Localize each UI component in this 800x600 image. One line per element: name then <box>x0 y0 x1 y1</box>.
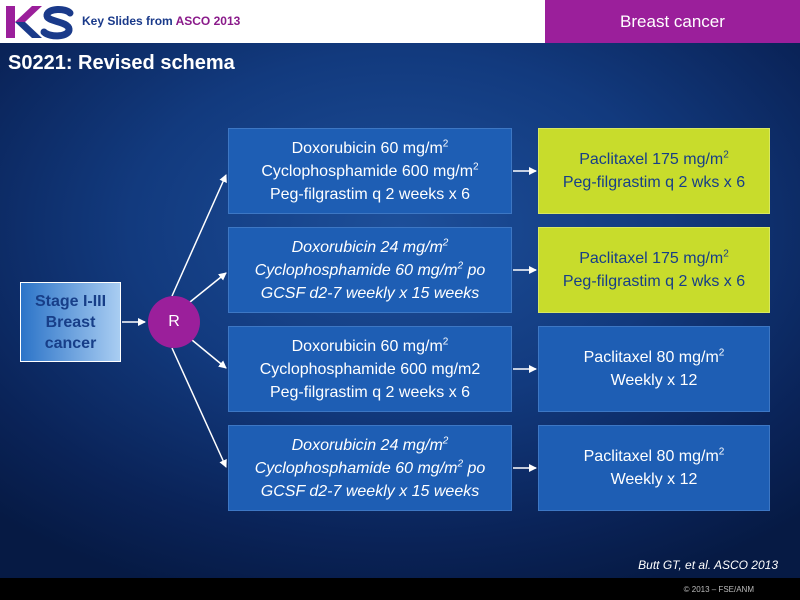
stage-box: Stage I-III Breast cancer <box>20 282 121 362</box>
citation: Butt GT, et al. ASCO 2013 <box>638 558 778 572</box>
arm-3-followup-box: Paclitaxel 80 mg/m2 Weekly x 12 <box>538 326 770 412</box>
header-brand: Key Slides from <box>82 14 173 28</box>
arm-3-line-2: Cyclophosphamide 600 mg/m2 <box>259 360 481 378</box>
arm-4-line-2: Cyclophosphamide 60 mg/m2 po <box>254 458 486 477</box>
arm-3-treatment-box: Doxorubicin 60 mg/m2 Cyclophosphamide 60… <box>228 326 512 412</box>
arm-1-line-2: Cyclophosphamide 600 mg/m2 <box>261 161 479 180</box>
arm-2-followup-box: Paclitaxel 175 mg/m2 Peg-filgrastim q 2 … <box>538 227 770 313</box>
slide-title: S0221: Revised schema <box>8 52 235 74</box>
ks-logo-icon <box>6 4 76 45</box>
arrow-r-to-arm-1 <box>171 174 227 297</box>
arm-3-line-1: Doxorubicin 60 mg/m2 <box>291 336 449 355</box>
arm-1-followup-line-2: Peg-filgrastim q 2 wks x 6 <box>562 174 746 191</box>
arm-1-line-1: Doxorubicin 60 mg/m2 <box>291 138 449 157</box>
arm-1-line-3: Peg-filgrastim q 2 weeks x 6 <box>269 185 471 203</box>
header-conference: ASCO 2013 <box>175 14 241 28</box>
arrow-r-to-arm-2 <box>189 272 227 303</box>
arm-2-followup-line-2: Peg-filgrastim q 2 wks x 6 <box>562 273 746 290</box>
arm-2-followup-line-1: Paclitaxel 175 mg/m2 <box>579 248 729 267</box>
arm-1-followup-line-1: Paclitaxel 175 mg/m2 <box>579 149 729 168</box>
arm-2-line-1: Doxorubicin 24 mg/m2 <box>291 237 449 256</box>
arm-3-followup-line-2: Weekly x 12 <box>610 372 698 389</box>
arm-3-line-3: Peg-filgrastim q 2 weeks x 6 <box>269 383 471 401</box>
footer-bar: © 2013 – FSE/ANM <box>0 578 800 600</box>
arm-4-followup-line-2: Weekly x 12 <box>610 471 698 488</box>
header-bar: Key Slides from ASCO 2013 Breast cancer <box>0 0 800 43</box>
arrow-r-to-arm-3 <box>191 339 227 369</box>
arm-2-treatment-box: Doxorubicin 24 mg/m2 Cyclophosphamide 60… <box>228 227 512 313</box>
copyright: © 2013 – FSE/ANM <box>683 585 754 594</box>
header-topic: Breast cancer <box>545 0 800 43</box>
arm-4-treatment-box: Doxorubicin 24 mg/m2 Cyclophosphamide 60… <box>228 425 512 511</box>
arm-2-line-3: GCSF d2-7 weekly x 15 weeks <box>260 284 480 302</box>
arm-1-followup-box: Paclitaxel 175 mg/m2 Peg-filgrastim q 2 … <box>538 128 770 214</box>
arm-4-followup-box: Paclitaxel 80 mg/m2 Weekly x 12 <box>538 425 770 511</box>
arm-4-followup-line-1: Paclitaxel 80 mg/m2 <box>583 446 725 465</box>
arm-1-treatment-box: Doxorubicin 60 mg/m2 Cyclophosphamide 60… <box>228 128 512 214</box>
arm-2-line-2: Cyclophosphamide 60 mg/m2 po <box>254 260 486 279</box>
arm-4-line-3: GCSF d2-7 weekly x 15 weeks <box>260 482 480 500</box>
randomization-circle: R <box>148 296 200 348</box>
header-title: Key Slides from ASCO 2013 <box>82 14 240 28</box>
arm-3-followup-line-1: Paclitaxel 80 mg/m2 <box>583 347 725 366</box>
arm-4-line-1: Doxorubicin 24 mg/m2 <box>291 435 449 454</box>
arrow-r-to-arm-4 <box>171 347 227 468</box>
